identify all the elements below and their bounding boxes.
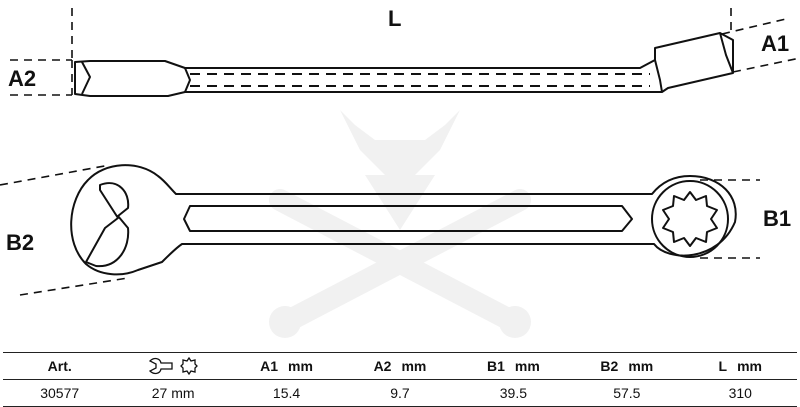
label-b2: B2 [6,230,34,255]
label-l: L [388,6,401,31]
cell-a1: 15.4 [229,379,344,407]
label-a2: A2 [8,66,36,91]
header-art: Art. [3,352,117,380]
wrench-dimension-drawing: L A1 A2 B1 B2 [0,6,800,338]
cell-b2: 57.5 [570,379,684,407]
cell-b1: 39.5 [456,379,571,407]
header-size [116,352,230,380]
wrench-side-view [74,32,734,97]
panther-watermark [269,110,531,338]
ring-end-wrench-icon [180,357,199,376]
cell-l: 310 [683,379,797,407]
cell-art: 30577 [3,379,117,407]
open-end-wrench-icon [149,358,173,375]
dimension-labels: L A1 A2 B1 B2 [6,6,791,255]
wrench-front-view [70,164,737,276]
table-row: 30577 27 mm 15.4 9.7 39.5 57.5 310 [3,379,797,407]
cell-a2: 9.7 [343,379,457,407]
label-a1: A1 [761,31,789,56]
label-b1: B1 [763,206,791,231]
cell-size: 27 mm [116,379,230,407]
dimension-lines [0,8,800,296]
